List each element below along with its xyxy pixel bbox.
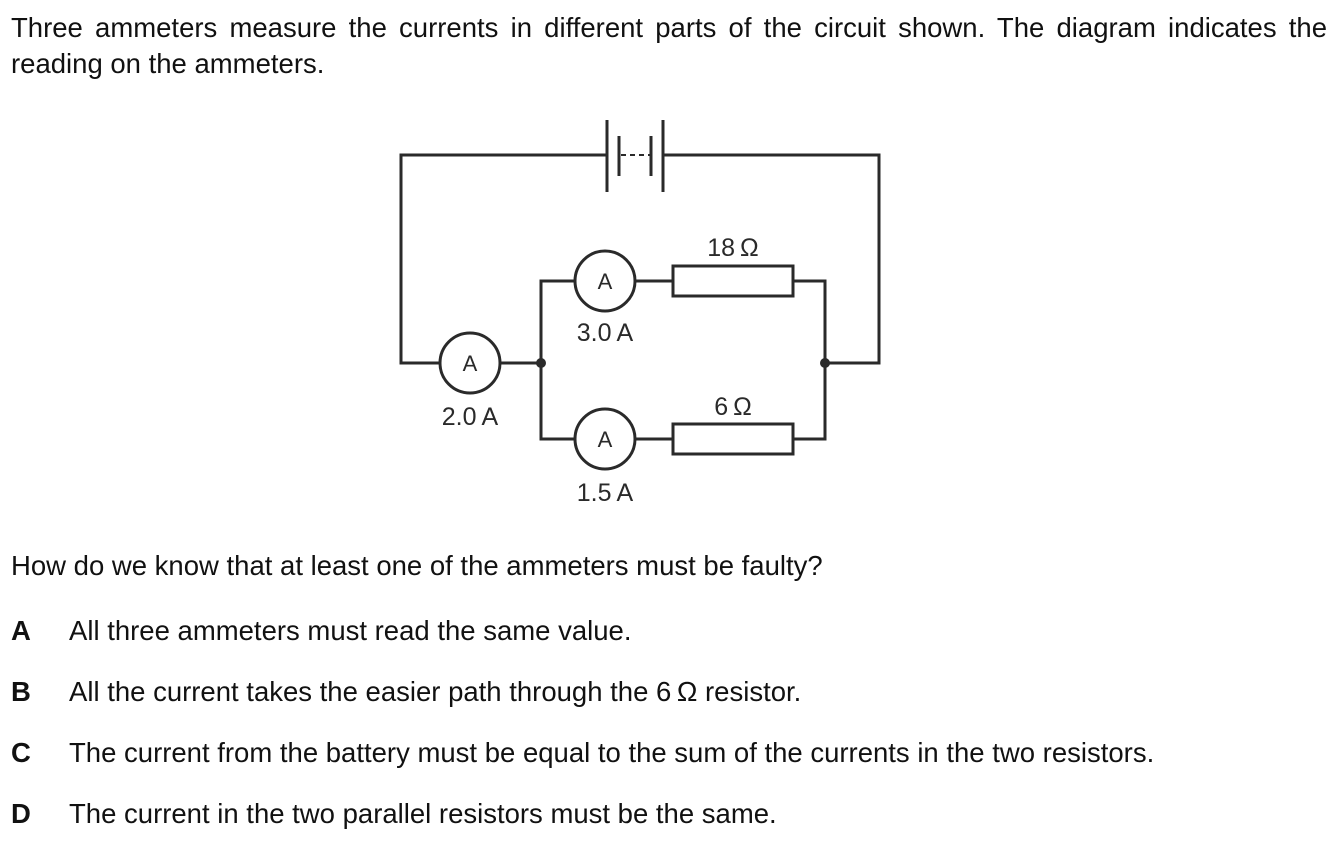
top-ammeter: A (573, 249, 637, 313)
main-ammeter-circle (438, 331, 502, 395)
bottom-resistor-label: 6 Ω (714, 393, 752, 421)
option-text: The current in the two parallel resistor… (69, 798, 777, 829)
answer-option-c[interactable]: C The current from the battery must be e… (11, 736, 1154, 797)
answer-option-a[interactable]: A All three ammeters must read the same … (11, 614, 1154, 675)
answer-option-d[interactable]: D The current in the two parallel resist… (11, 797, 1154, 858)
bottom-resistor (671, 422, 795, 456)
top-ammeter-symbol: A (598, 269, 613, 294)
top-ammeter-circle (573, 249, 637, 313)
outer-loop-wire (399, 153, 881, 365)
left-junction-node (536, 358, 546, 368)
circuit-wires (399, 153, 881, 441)
battery-symbol (605, 120, 665, 192)
option-letter: C (11, 737, 31, 768)
parallel-top-wire (539, 279, 827, 363)
parallel-bottom-wire (539, 363, 827, 441)
top-resistor (671, 264, 795, 298)
right-junction-node (820, 358, 830, 368)
main-ammeter-symbol: A (463, 351, 478, 376)
option-letter: B (11, 676, 31, 707)
answer-option-b[interactable]: B All the current takes the easier path … (11, 675, 1154, 736)
bottom-ammeter-circle (573, 407, 637, 471)
question-intro: Three ammeters measure the currents in d… (11, 12, 1327, 79)
main-ammeter-reading: 2.0 A (442, 403, 499, 431)
bottom-ammeter-symbol: A (598, 427, 613, 452)
option-text: The current from the battery must be equ… (69, 737, 1155, 768)
bottom-ammeter: A (573, 407, 637, 471)
option-text: All three ammeters must read the same va… (69, 615, 632, 646)
option-letter: D (11, 798, 31, 829)
question-prompt: How do we know that at least one of the … (11, 550, 823, 581)
top-ammeter-reading: 3.0 A (577, 319, 634, 347)
option-letter: A (11, 615, 31, 646)
option-text: All the current takes the easier path th… (69, 676, 802, 707)
bottom-ammeter-reading: 1.5 A (577, 479, 634, 507)
answer-options: A All three ammeters must read the same … (11, 614, 1154, 858)
top-resistor-label: 18 Ω (707, 234, 759, 262)
main-ammeter: A (438, 331, 502, 395)
